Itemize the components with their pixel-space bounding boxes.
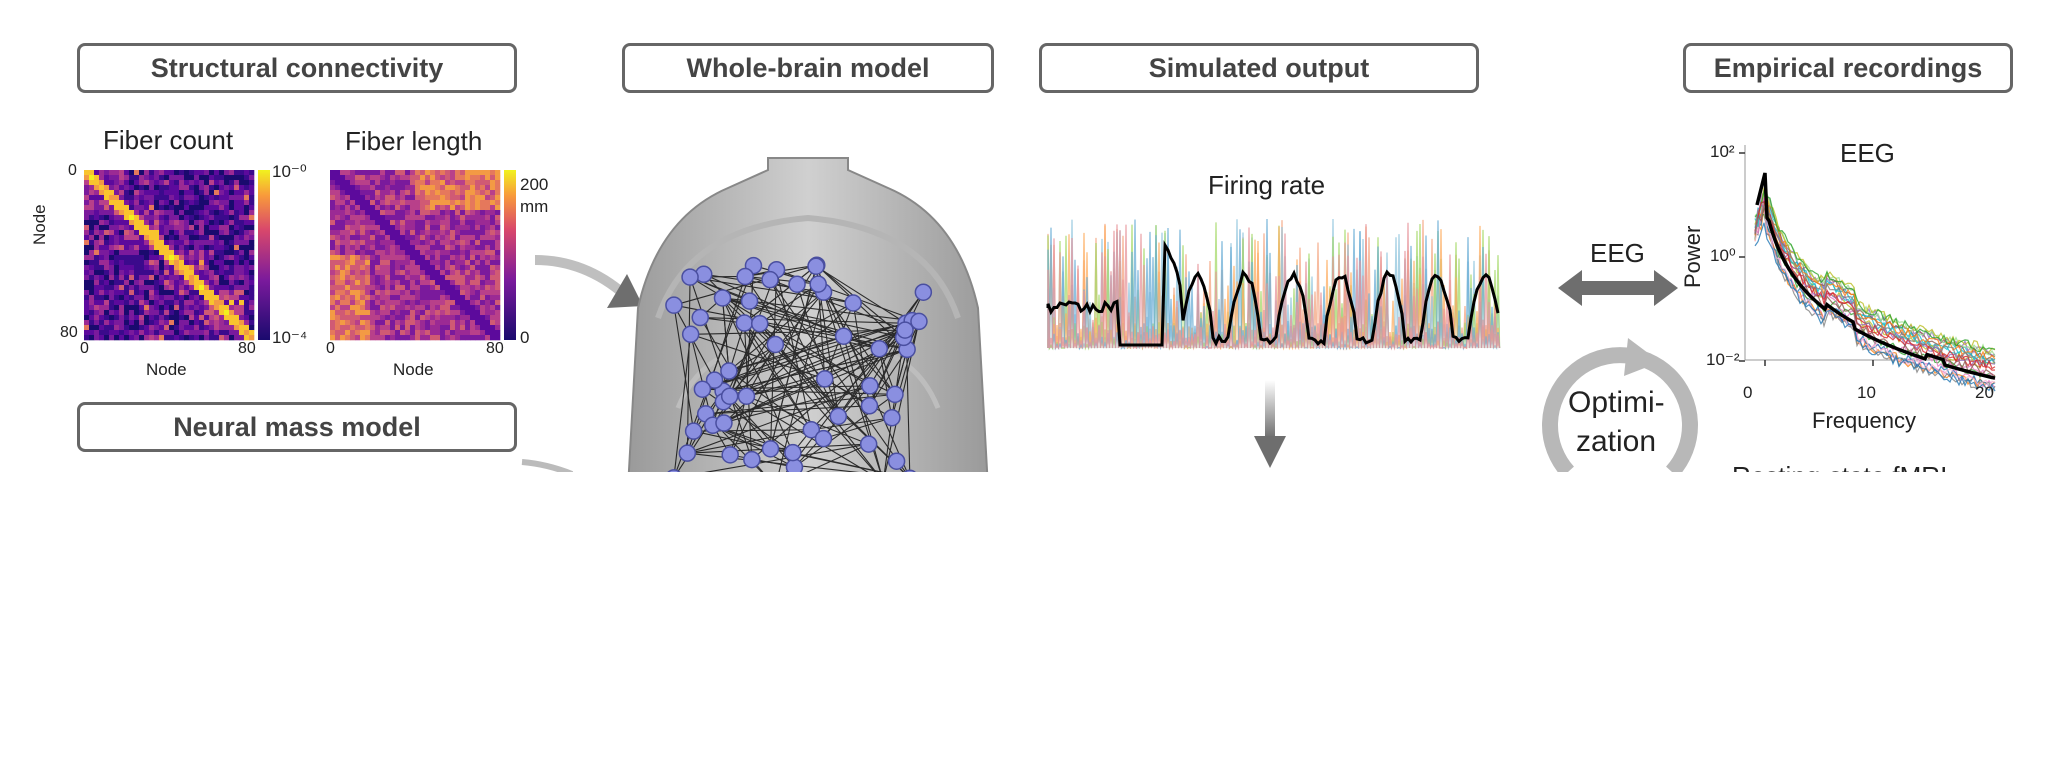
fiber-length-colorbar-unit: mm xyxy=(520,197,549,216)
fiber-count-ytick-80: 80 xyxy=(60,324,78,341)
fiber-count-colorbar-top: 10⁻⁰ xyxy=(272,162,307,181)
fiber-count-ylabel: Node xyxy=(30,204,49,245)
fiber-length-colorbar-bottom: 0 xyxy=(520,328,530,347)
brain-network-image xyxy=(626,157,990,496)
fiber-count-colorbar-bottom: 10⁻⁴ xyxy=(272,328,308,347)
double-arrow-icon xyxy=(1558,270,1678,306)
fiber-length-xtick-0: 0 xyxy=(326,340,335,357)
optimization-label-line1: Optimi- xyxy=(1568,386,1665,419)
header-simulated-output: Simulated output xyxy=(1039,43,1479,93)
fiber-count-xlabel: Node xyxy=(146,360,187,379)
fiber-count-title: Fiber count xyxy=(103,125,234,155)
arrow-to-brain-icon xyxy=(534,255,643,308)
fiber-length-heatmap xyxy=(330,170,501,341)
optimization-cycle-icon xyxy=(1542,338,1698,478)
firing-rate-title: Firing rate xyxy=(1208,170,1326,200)
header-structural-connectivity: Structural connectivity xyxy=(77,43,517,93)
fiber-count-xtick-0: 0 xyxy=(80,340,89,357)
fiber-count-xtick-80: 80 xyxy=(238,340,256,357)
header-whole-brain-model: Whole-brain model xyxy=(622,43,994,93)
fiber-count-colorbar xyxy=(258,170,270,340)
optimization-label-line2: zation xyxy=(1576,425,1657,458)
eeg-chart-ytick-top: 10² xyxy=(1710,142,1735,161)
eeg-chart-ylabel: Power xyxy=(1680,225,1705,288)
eeg-chart-xtick-20: 20 xyxy=(1975,383,1994,402)
header-empirical-recordings: Empirical recordings xyxy=(1683,43,2013,93)
eeg-power-spectrum xyxy=(1739,145,1996,394)
eeg-arrow-label: EEG xyxy=(1590,238,1645,268)
eeg-chart-ytick-bot: 10⁻² xyxy=(1706,350,1740,369)
eeg-chart-ytick-mid: 10⁰ xyxy=(1710,246,1736,265)
eeg-chart-xtick-0: 0 xyxy=(1743,383,1753,402)
fiber-count-ytick-0: 0 xyxy=(68,162,77,179)
fiber-length-colorbar-top: 200 xyxy=(520,175,549,194)
fiber-length-xtick-80: 80 xyxy=(486,340,504,357)
eeg-chart-xtick-10: 10 xyxy=(1857,383,1876,402)
down-arrow-icon xyxy=(1254,380,1286,468)
fiber-length-title: Fiber length xyxy=(345,126,483,156)
fiber-count-heatmap xyxy=(84,170,255,341)
blank-area xyxy=(0,472,2048,774)
fiber-length-xlabel: Node xyxy=(393,360,434,379)
eeg-chart-xlabel: Frequency xyxy=(1812,408,1916,433)
fiber-length-colorbar xyxy=(504,170,516,340)
eeg-chart-title: EEG xyxy=(1840,138,1895,168)
header-neural-mass-model: Neural mass model xyxy=(77,402,517,452)
firing-rate-trace xyxy=(1046,219,1501,351)
